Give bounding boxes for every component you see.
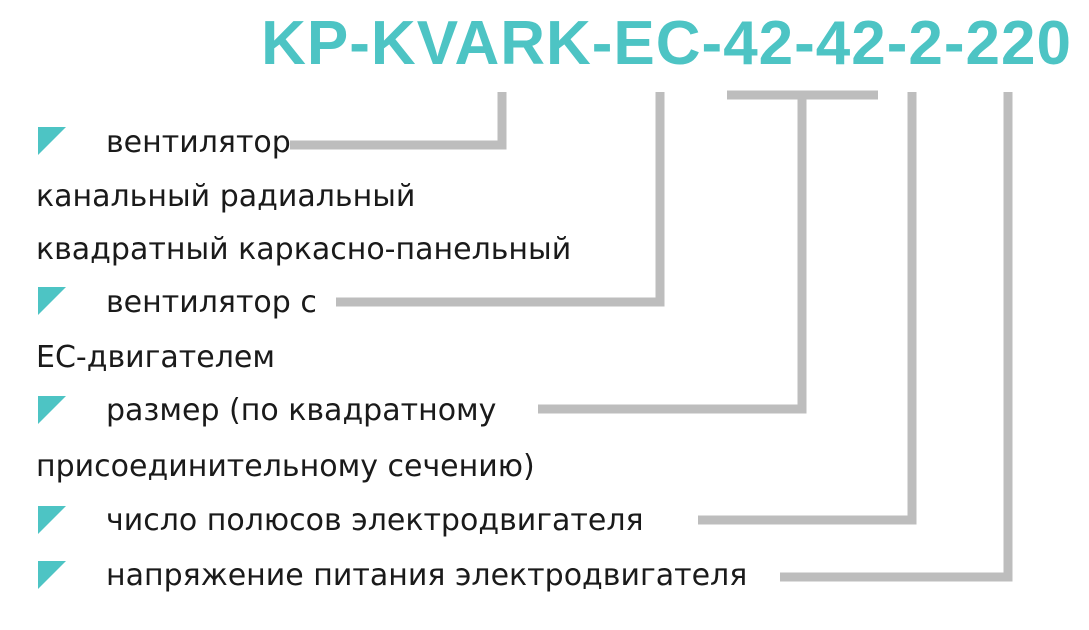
connector-poles [698,92,917,525]
triangle-bullet-icon [38,287,66,315]
item-3-line-2: присоединительному сечению) [36,449,535,484]
triangle-bullet-icon [38,127,66,155]
model-code-title: KP-KVARK-EC-42-42-2-220 [261,9,1072,78]
connector-voltage [780,92,1013,582]
triangle-bullet-icon [38,561,66,589]
item-1-line-3: квадратный каркасно-панельный [36,232,572,267]
item-3-line-1: размер (по квадратному [106,393,497,428]
triangle-bullet-icon [38,396,66,424]
item-1-line-2: канальный радиальный [36,179,416,214]
connector-size [538,95,807,414]
item-2-line-1: вентилятор с [106,285,317,320]
connector-kp [290,92,507,150]
triangle-bullet-icon [38,506,66,534]
connector-kvark-ec [336,92,665,307]
item-2-line-2: ЕС-двигателем [36,340,275,375]
item-4-line-1: число полюсов электродвигателя [106,503,644,538]
item-5-line-1: напряжение питания электродвигателя [106,558,748,593]
item-1-line-1: вентилятор [106,125,291,160]
